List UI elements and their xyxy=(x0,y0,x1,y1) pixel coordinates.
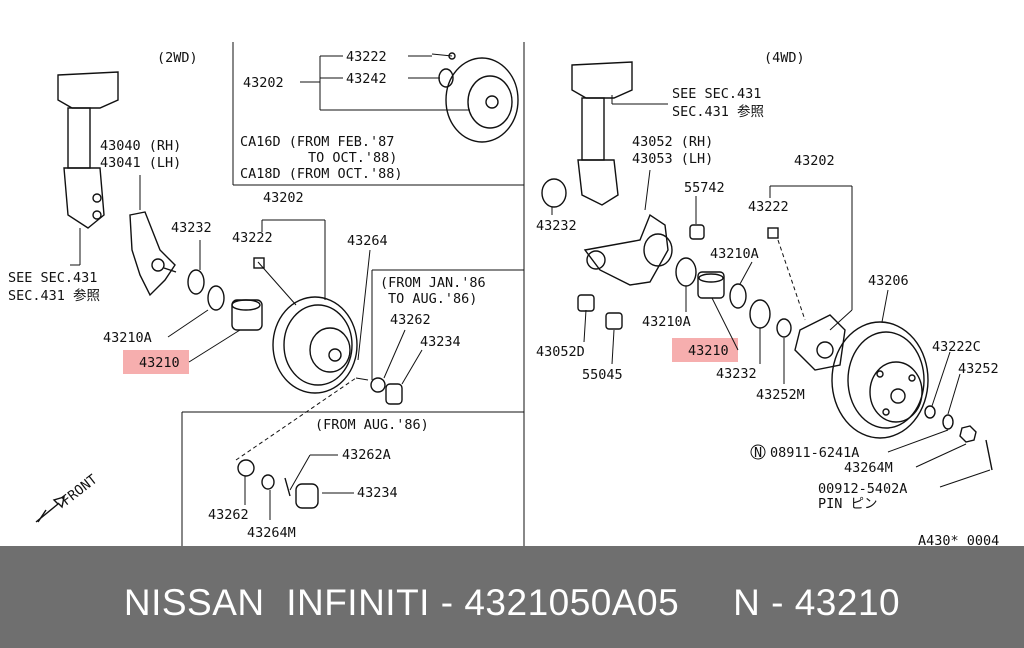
nut-reference-marker: N xyxy=(754,445,762,461)
date-note-from-jan86: (FROM JAN.'86 xyxy=(380,275,486,291)
highlight-43210-left xyxy=(123,350,189,374)
section-label-2wd: (2WD) xyxy=(157,50,198,66)
engine-note-ca18d: CA18D (FROM OCT.'88) xyxy=(240,166,403,182)
part-number-banner: NISSAN INFINITI - 4321050A05 N - 43210 xyxy=(0,546,1024,648)
highlight-43210-right xyxy=(672,338,738,362)
part-label-43222-left: 43222 xyxy=(232,230,273,246)
part-label-43262-low: 43262 xyxy=(208,507,249,523)
leader-lines xyxy=(70,55,991,520)
part-label-43210a-right-top: 43210A xyxy=(710,246,759,262)
part-number-text: NISSAN INFINITI - 4321050A05 N - 43210 xyxy=(123,582,901,623)
part-label-43210-right: 43210 xyxy=(688,343,729,359)
pin-label: PIN ピン xyxy=(818,496,878,512)
nut-cap-parts-low xyxy=(235,377,357,509)
part-label-43053: 43053 (LH) xyxy=(632,151,713,167)
hub-right xyxy=(767,227,846,371)
part-label-43206: 43206 xyxy=(868,273,909,289)
frame-lines xyxy=(181,42,525,546)
part-label-43222c: 43222C xyxy=(932,339,981,355)
part-label-55045: 55045 xyxy=(582,367,623,383)
bushings-right xyxy=(577,224,705,330)
part-label-43234-low: 43234 xyxy=(357,485,398,501)
part-label-43202-right: 43202 xyxy=(794,153,835,169)
part-label-43264m-low: 43264M xyxy=(247,525,296,541)
part-label-43210-left: 43210 xyxy=(139,355,180,371)
part-label-43232-right-top: 43232 xyxy=(536,218,577,234)
part-label-43202-top: 43202 xyxy=(243,75,284,91)
bearing-parts-left xyxy=(187,269,263,331)
date-note-from-aug86: (FROM AUG.'86) xyxy=(315,417,429,433)
part-label-43040: 43040 (RH) xyxy=(100,138,181,154)
date-note-to-aug86: TO AUG.'86) xyxy=(388,291,477,307)
section-reference-left: SEC.431 参照 xyxy=(8,287,100,304)
section-label-4wd: (4WD) xyxy=(764,50,805,66)
part-label-43222-top: 43222 xyxy=(346,49,387,65)
front-label: FRONT xyxy=(59,472,101,510)
part-label-43222-right: 43222 xyxy=(748,199,789,215)
diagram-labels: (2WD) (4WD) 43222 43242 43202 CA16D (FRO… xyxy=(8,49,999,546)
hub-nut-parts-right xyxy=(924,405,993,471)
part-label-43052: 43052 (RH) xyxy=(632,134,713,150)
part-label-43232-left: 43232 xyxy=(171,220,212,236)
engine-note-to-oct88: TO OCT.'88) xyxy=(308,150,397,166)
part-label-43210a-right: 43210A xyxy=(642,314,691,330)
part-label-43052d: 43052D xyxy=(536,344,585,360)
figure-code: A430* 0004 xyxy=(918,533,999,546)
disc-rotor-top xyxy=(431,52,519,143)
strut-assembly-left xyxy=(57,71,119,265)
part-label-43264: 43264 xyxy=(347,233,388,249)
parts-diagram: (2WD) (4WD) 43222 43242 43202 CA16D (FRO… xyxy=(8,42,999,546)
knuckle-right xyxy=(541,178,673,286)
section-reference-right: SEC.431 参照 xyxy=(672,103,764,120)
brake-drum-right xyxy=(831,321,929,439)
engine-note-ca16d: CA16D (FROM FEB.'87 xyxy=(240,134,394,150)
nut-cap-parts-mid xyxy=(355,377,403,405)
part-label-43232-right: 43232 xyxy=(716,366,757,382)
part-label-55742: 55742 xyxy=(684,180,725,196)
brake-drum-left xyxy=(253,257,358,394)
part-label-43264m-right: 43264M xyxy=(844,460,893,476)
see-section-left: SEE SEC.431 xyxy=(8,270,97,286)
strut-assembly-right xyxy=(571,61,633,206)
part-label-43252m: 43252M xyxy=(756,387,805,403)
knuckle-left xyxy=(129,211,177,297)
part-label-43041: 43041 (LH) xyxy=(100,155,181,171)
part-label-43262a: 43262A xyxy=(342,447,391,463)
part-label-43210a-left: 43210A xyxy=(103,330,152,346)
part-label-43202-left: 43202 xyxy=(263,190,304,206)
see-section-right: SEE SEC.431 xyxy=(672,86,761,102)
part-label-43242-top: 43242 xyxy=(346,71,387,87)
bearing-parts-right xyxy=(675,257,792,338)
part-label-43252: 43252 xyxy=(958,361,999,377)
part-label-43262-mid: 43262 xyxy=(390,312,431,328)
part-label-43234-mid: 43234 xyxy=(420,334,461,350)
part-label-08911: 08911-6241A xyxy=(770,445,859,461)
part-label-00912: 00912-5402A xyxy=(818,481,907,497)
front-arrow-icon xyxy=(35,495,65,523)
